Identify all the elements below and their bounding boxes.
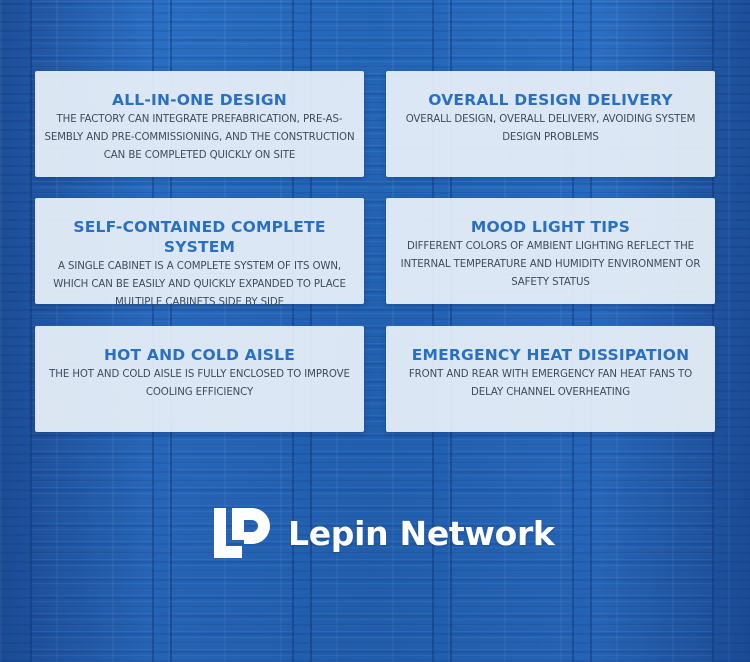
card-line: THE HOT AND COLD AISLE IS FULLY ENCLOSED…: [49, 369, 350, 380]
card-line: MULTIPLE CABINETS SIDE BY SIDE: [115, 297, 284, 308]
card-title: ALL-IN-ONE DESIGN: [112, 91, 287, 109]
card-line: DELAY CHANNEL OVERHEATING: [470, 387, 630, 398]
card-line: WHICH CAN BE EASILY AND QUICKLY EXPANDED…: [53, 279, 346, 290]
brand-name: Lepin Network: [288, 513, 555, 553]
card-line: SAFETY STATUS: [511, 277, 590, 288]
card-title: OVERALL DESIGN DELIVERY: [428, 91, 673, 109]
card-title: EMERGENCY HEAT DISSIPATION: [411, 346, 690, 364]
card-title: HOT AND COLD AISLE: [103, 346, 296, 364]
card-title: SELF-CONTAINED COMPLETE SYSTEM: [73, 218, 326, 256]
card-line: DESIGN PROBLEMS: [502, 132, 599, 143]
card-description: DIFFERENT COLORS OF AMBIENT LIGHTING REF…: [394, 238, 707, 292]
card-title: MOOD LIGHT TIPS: [470, 218, 631, 236]
card-line: OVERALL DESIGN, OVERALL DELIVERY, AVOIDI…: [405, 114, 696, 125]
card-description: THE HOT AND COLD AISLE IS FULLY ENCLOSED…: [43, 366, 356, 402]
card-line: A SINGLE CABINET IS A COMPLETE SYSTEM OF…: [57, 261, 342, 272]
card-line: CAN BE COMPLETED QUICKLY ON SITE: [103, 150, 296, 161]
card-line: INTERNAL TEMPERATURE AND HUMIDITY ENVIRO…: [400, 259, 701, 270]
card-line: THE FACTORY CAN INTEGRATE PREFABRICATION…: [56, 114, 343, 125]
card-line: COOLING EFFICIENCY: [145, 387, 254, 398]
lp-logo-icon: [214, 508, 270, 558]
feature-card-all-in-one: ALL-IN-ONE DESIGN THE FACTORY CAN INTEGR…: [35, 71, 364, 177]
brand-logo: Lepin Network: [212, 506, 555, 560]
feature-card-overall-design: OVERALL DESIGN DELIVERY OVERALL DESIGN, …: [386, 71, 715, 177]
card-line: SEMBLY AND PRE-COMMISSIONING, AND THE CO…: [44, 132, 355, 143]
feature-card-mood-light: MOOD LIGHT TIPS DIFFERENT COLORS OF AMBI…: [386, 198, 715, 304]
card-line: FRONT AND REAR WITH EMERGENCY FAN HEAT F…: [408, 369, 693, 380]
card-description: THE FACTORY CAN INTEGRATE PREFABRICATION…: [43, 111, 356, 165]
card-description: A SINGLE CABINET IS A COMPLETE SYSTEM OF…: [43, 258, 356, 312]
card-description: FRONT AND REAR WITH EMERGENCY FAN HEAT F…: [394, 366, 707, 402]
card-line: DIFFERENT COLORS OF AMBIENT LIGHTING REF…: [406, 241, 695, 252]
feature-card-emergency-heat: EMERGENCY HEAT DISSIPATION FRONT AND REA…: [386, 326, 715, 432]
feature-card-hot-cold-aisle: HOT AND COLD AISLE THE HOT AND COLD AISL…: [35, 326, 364, 432]
feature-card-self-contained: SELF-CONTAINED COMPLETE SYSTEM A SINGLE …: [35, 198, 364, 308]
card-description: OVERALL DESIGN, OVERALL DELIVERY, AVOIDI…: [394, 111, 707, 147]
